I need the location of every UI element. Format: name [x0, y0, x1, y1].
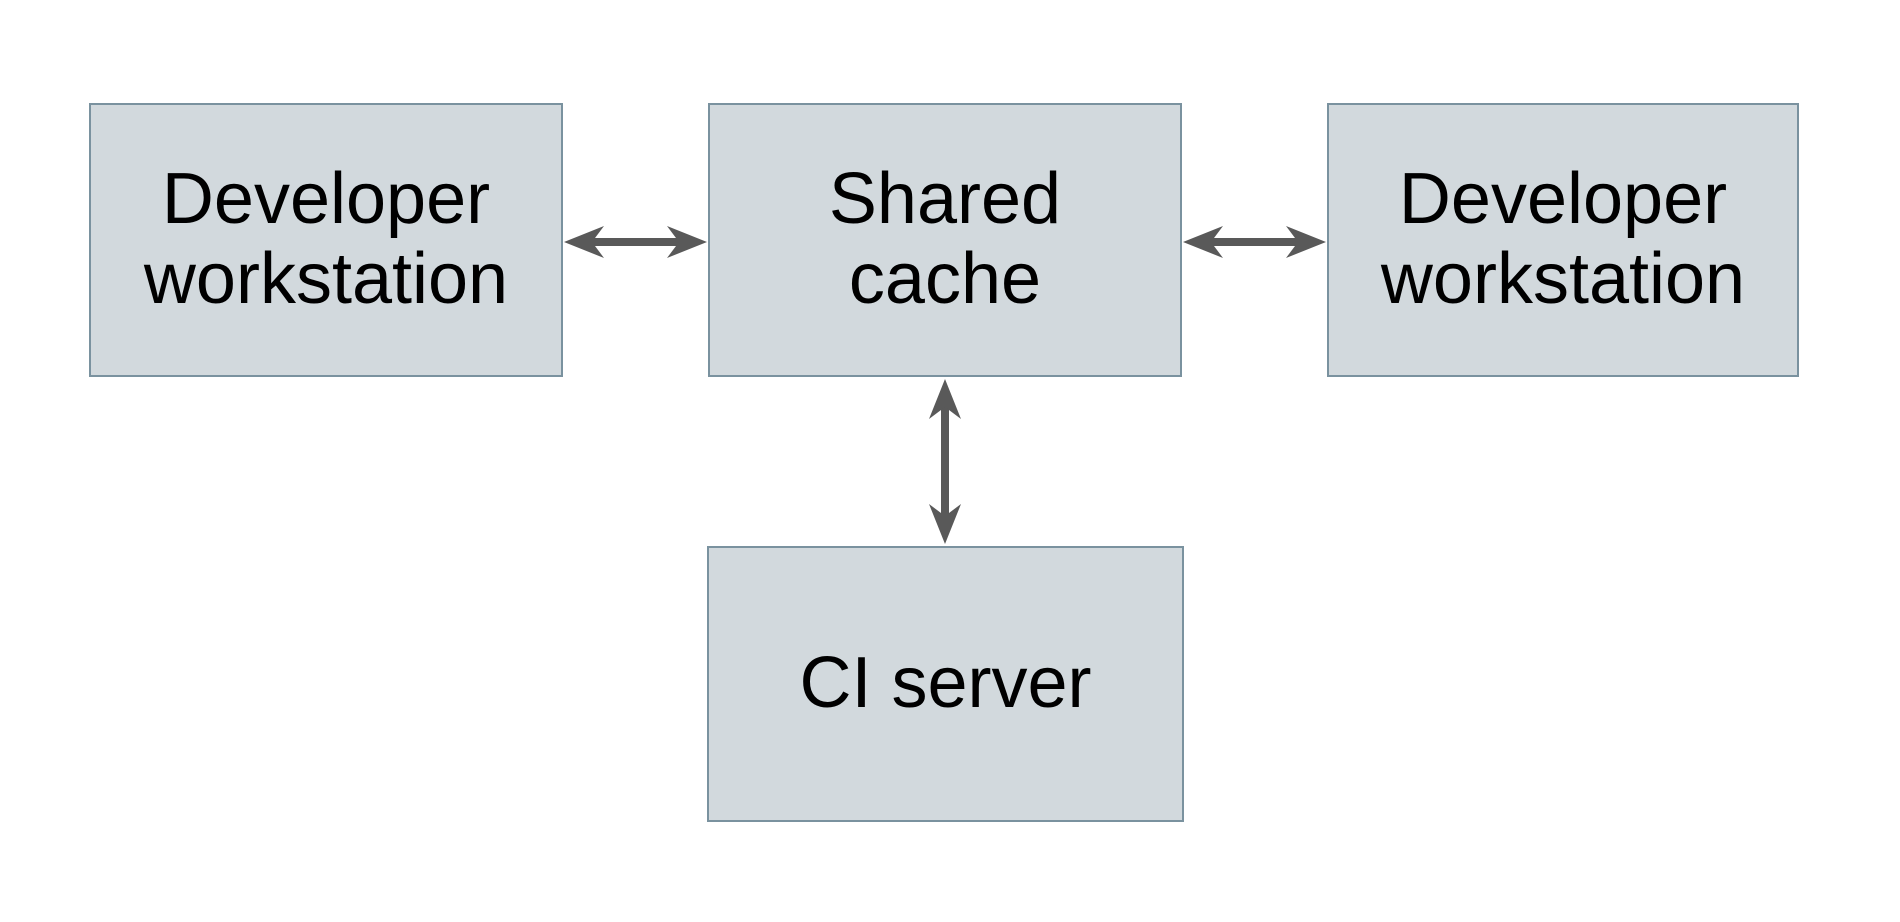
node-developer-workstation-right: Developer workstation [1327, 103, 1799, 377]
bidirectional-arrow-shared-cache-ci-server [929, 379, 961, 544]
node-label: CI server [799, 643, 1092, 724]
bidirectional-arrow-left-workstation-shared-cache [564, 226, 707, 258]
node-label: Developer workstation [143, 159, 509, 319]
bidirectional-arrow-shared-cache-right-workstation [1183, 226, 1326, 258]
node-label: Shared cache [828, 159, 1062, 319]
node-shared-cache: Shared cache [708, 103, 1182, 377]
node-label: Developer workstation [1380, 159, 1746, 319]
node-ci-server: CI server [707, 546, 1184, 822]
node-developer-workstation-left: Developer workstation [89, 103, 563, 377]
